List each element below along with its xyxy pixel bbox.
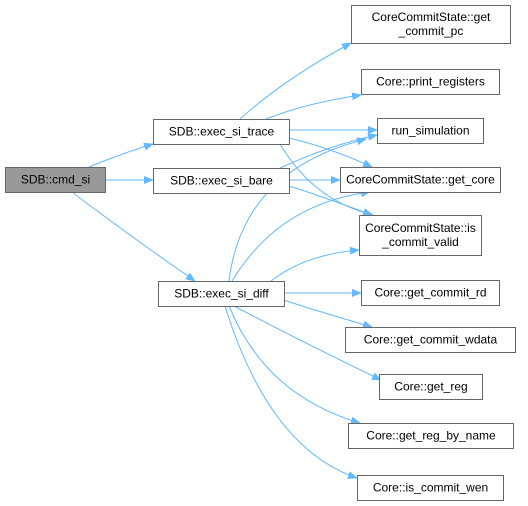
- edge-cmd-si-to-exec-si-diff: [71, 191, 196, 282]
- node-box-exec-si-bare[interactable]: [153, 168, 290, 194]
- node-label-run-simulation: run_simulation: [391, 124, 469, 138]
- node-label-get-reg-by-name: Core::get_reg_by_name: [366, 429, 496, 443]
- edge-exec-si-diff-to-get-commit-wdata: [283, 299, 373, 329]
- node-box-exec-si-diff[interactable]: [158, 281, 285, 307]
- edge-exec-si-trace-to-print-registers: [265, 92, 362, 120]
- node-exec-si-diff[interactable]: SDB::exec_si_diff: [158, 281, 285, 307]
- edge-exec-si-bare-to-run-simulation: [279, 132, 378, 169]
- edge-exec-si-trace-to-is-commit-valid: [279, 143, 374, 217]
- node-is-commit-wen[interactable]: Core::is_commit_wen: [357, 475, 504, 501]
- node-label-get-core: CoreCommitState::get_core: [346, 173, 495, 187]
- node-label-is-commit-wen: Core::is_commit_wen: [373, 481, 488, 495]
- node-label-print-registers: Core::print_registers: [376, 75, 485, 89]
- edge-exec-si-diff-to-is-commit-wen: [224, 305, 358, 479]
- node-box-exec-si-trace[interactable]: [153, 119, 290, 145]
- edge-exec-si-diff-to-get-reg: [233, 305, 382, 381]
- edge-exec-si-bare-to-is-commit-valid: [288, 185, 373, 216]
- node-box-get-commit-wdata[interactable]: [345, 327, 516, 353]
- node-get-reg-by-name[interactable]: Core::get_reg_by_name: [348, 423, 514, 449]
- node-box-get-reg[interactable]: [379, 374, 483, 400]
- edge-exec-si-diff-to-get-core: [231, 189, 371, 282]
- node-label-is-commit-valid: _commit_valid: [381, 235, 459, 249]
- node-box-run-simulation[interactable]: [377, 118, 484, 144]
- node-label-is-commit-valid: CoreCommitState::is: [365, 221, 476, 235]
- node-exec-si-trace[interactable]: SDB::exec_si_trace: [153, 119, 290, 145]
- node-label-get-commit-pc: _commit_pc: [398, 24, 464, 38]
- edge-exec-si-trace-to-get-core: [288, 137, 373, 168]
- nodes-layer: SDB::cmd_si SDB::exec_si_traceSDB::exec_s…: [5, 5, 516, 501]
- node-get-commit-rd[interactable]: Core::get_commit_rd: [361, 280, 500, 306]
- node-label-exec-si-bare: SDB::exec_si_bare: [170, 174, 273, 188]
- node-print-registers[interactable]: Core::print_registers: [361, 69, 500, 95]
- node-label-get-reg: Core::get_reg: [394, 380, 467, 394]
- node-label-exec-si-trace: SDB::exec_si_trace: [169, 125, 275, 139]
- edge-exec-si-diff-to-get-reg-by-name: [228, 305, 361, 425]
- node-get-commit-wdata[interactable]: Core::get_commit_wdata: [345, 327, 516, 353]
- node-box-print-registers[interactable]: [361, 69, 500, 95]
- node-label-exec-si-diff: SDB::exec_si_diff: [174, 287, 269, 301]
- edge-exec-si-diff-to-is-commit-valid: [270, 246, 360, 282]
- edges-layer: [71, 42, 382, 479]
- node-box-cmd-si[interactable]: [5, 167, 106, 193]
- node-label-get-commit-pc: CoreCommitState::get: [372, 10, 491, 24]
- node-is-commit-valid[interactable]: CoreCommitState::is_commit_valid: [359, 215, 482, 256]
- edge-exec-si-trace-to-get-commit-pc: [239, 42, 352, 120]
- node-label-get-commit-rd: Core::get_commit_rd: [374, 286, 486, 300]
- node-box-get-reg-by-name[interactable]: [348, 423, 514, 449]
- node-box-get-commit-rd[interactable]: [361, 280, 500, 306]
- node-get-commit-pc[interactable]: CoreCommitState::get_commit_pc: [351, 5, 511, 44]
- node-box-get-core[interactable]: [340, 167, 501, 193]
- node-get-reg[interactable]: Core::get_reg: [379, 374, 483, 400]
- node-box-is-commit-wen[interactable]: [357, 475, 504, 501]
- node-get-core[interactable]: CoreCommitState::get_core: [340, 167, 501, 193]
- node-cmd-si[interactable]: SDB::cmd_si: [5, 167, 106, 193]
- node-run-simulation[interactable]: run_simulation: [377, 118, 484, 144]
- node-label-cmd-si: SDB::cmd_si: [21, 173, 90, 187]
- node-exec-si-bare[interactable]: SDB::exec_si_bare: [153, 168, 290, 194]
- edge-cmd-si-to-exec-si-trace: [88, 142, 154, 168]
- node-box-get-commit-pc[interactable]: [351, 5, 511, 44]
- node-box-is-commit-valid[interactable]: [359, 215, 482, 256]
- node-label-get-commit-wdata: Core::get_commit_wdata: [364, 333, 498, 347]
